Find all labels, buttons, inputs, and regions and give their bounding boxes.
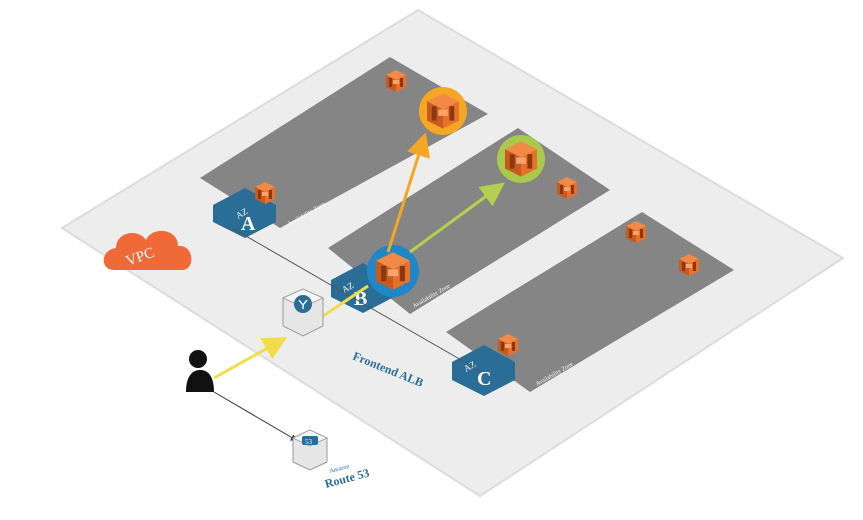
highlighted-ec2-green: [497, 135, 545, 183]
arrow-to-green-instance: [409, 182, 505, 254]
zone-badge-letter-a: A: [241, 213, 256, 235]
arrow-user-to-alb: [213, 337, 288, 380]
load-balancer-icon[interactable]: [282, 288, 324, 337]
zone-badge-c: [452, 345, 515, 396]
vpc-cloud-icon: VPC: [103, 230, 192, 270]
route53-brand: Amazon: [329, 464, 350, 475]
route53-badge: 53: [305, 438, 313, 446]
arrow-user-to-route53: [213, 391, 298, 442]
highlighted-ec2-orange: [419, 87, 467, 135]
alb-span-line: [231, 227, 483, 373]
zone-badge-letter-c: C: [477, 368, 491, 390]
arrow-to-orange-instance: [386, 132, 431, 253]
highlighted-ec2-blue: [367, 245, 419, 297]
route53-icon[interactable]: 53: [292, 429, 328, 471]
user-icon[interactable]: [186, 350, 214, 392]
arrow-alb-to-instance: [319, 284, 369, 320]
